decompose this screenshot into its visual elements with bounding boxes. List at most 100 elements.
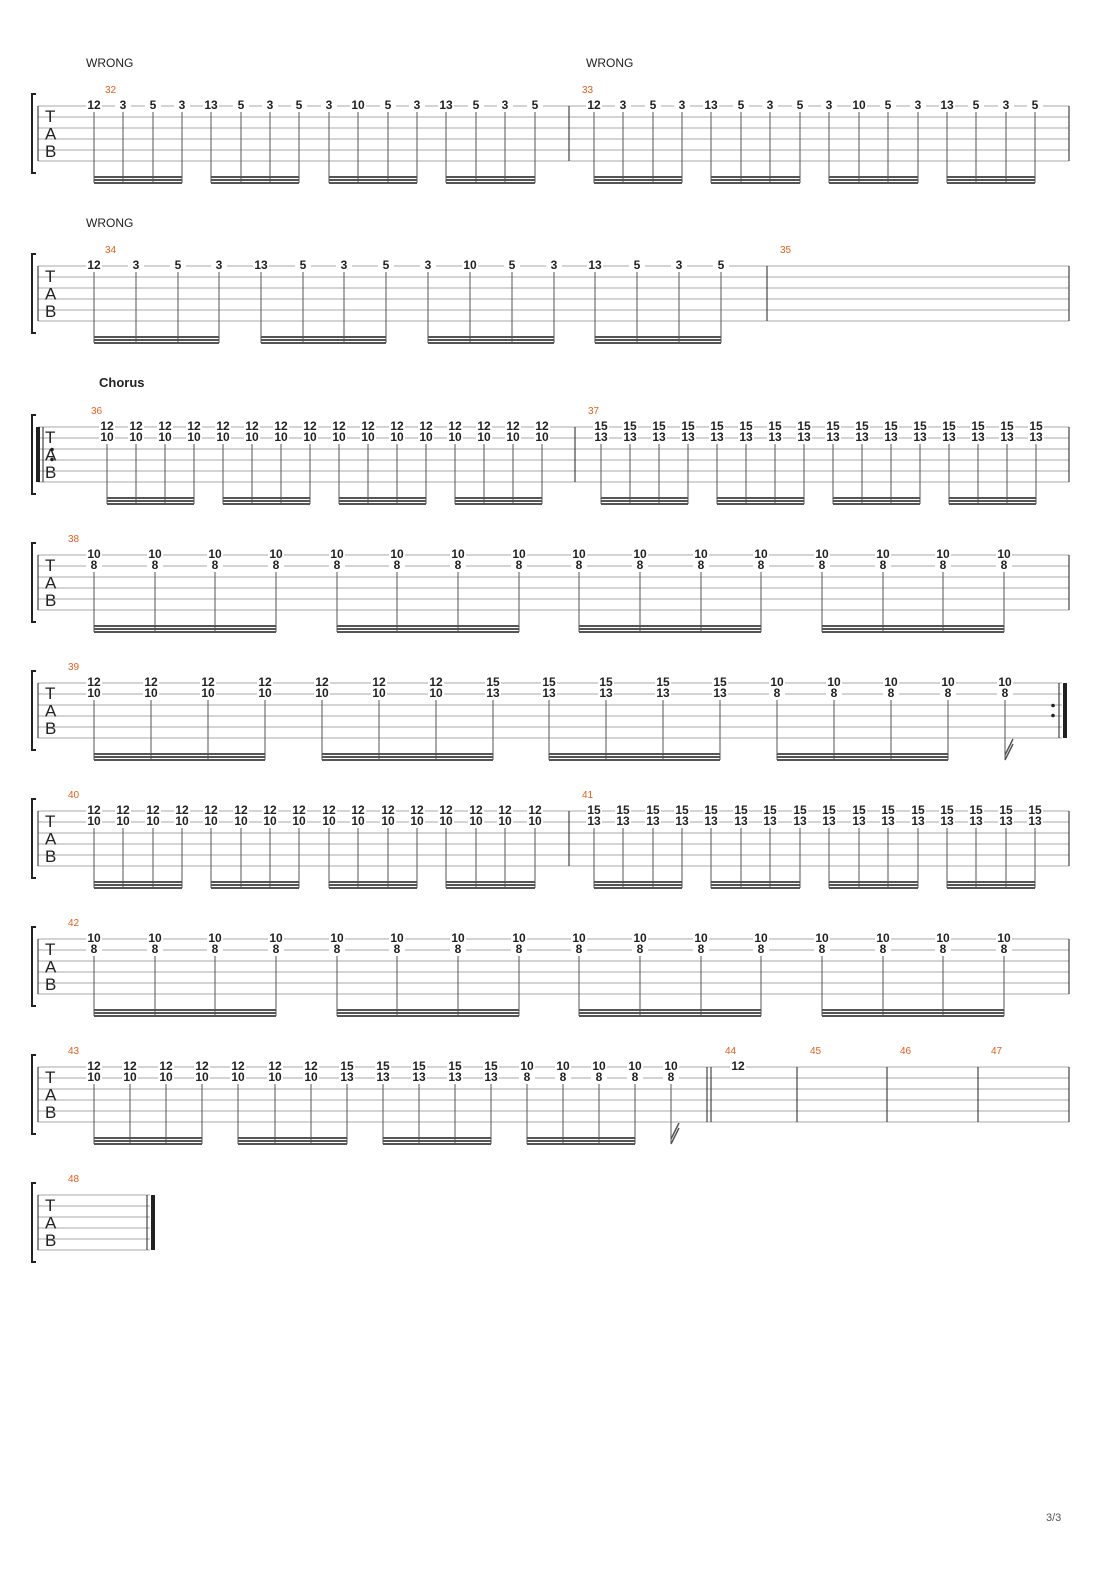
tab-clef-letter: A	[45, 446, 57, 465]
fret-number: 12	[116, 803, 130, 817]
fret-number: 15	[852, 803, 866, 817]
fret-bg	[1027, 99, 1043, 110]
fret-number: 13	[881, 814, 895, 828]
fret-number: 8	[668, 1070, 675, 1084]
fret-bg	[939, 99, 955, 110]
fret-bg	[968, 99, 984, 110]
fret-number: 10	[694, 547, 708, 561]
fret-bg	[174, 99, 190, 110]
fret-number: 15	[376, 1059, 390, 1073]
fret-number: 10	[351, 814, 365, 828]
fret-bg	[497, 815, 513, 826]
fret-bg	[769, 676, 785, 687]
fret-bg	[632, 943, 648, 954]
system-9-brace	[31, 1182, 36, 1263]
fret-number: 13	[623, 430, 637, 444]
fret-bg	[371, 676, 387, 687]
fret-number: 15	[616, 803, 630, 817]
fret-bg	[302, 431, 318, 442]
fret-number: 13	[884, 430, 898, 444]
fret-number: 10	[463, 258, 477, 272]
fret-bg	[158, 1060, 174, 1071]
fret-number: 10	[269, 547, 283, 561]
fret-bg	[671, 259, 687, 270]
fret-number: 13	[822, 814, 836, 828]
fret-number: 10	[315, 686, 329, 700]
measure-number: 42	[68, 918, 80, 929]
fret-bg	[99, 420, 115, 431]
fret-bg	[409, 815, 425, 826]
fret-bg	[380, 99, 396, 110]
fret-bg	[674, 815, 690, 826]
fret-bg	[875, 559, 891, 570]
fret-bg	[128, 259, 144, 270]
tab-clef-letter: B	[45, 142, 56, 161]
fret-number: 15	[340, 1059, 354, 1073]
repeat-dot	[1051, 713, 1055, 718]
fret-bg	[438, 99, 454, 110]
text-annotation: WRONG	[86, 216, 133, 230]
fret-bg	[157, 420, 173, 431]
fret-number: 13	[204, 98, 218, 112]
fret-number: 10	[148, 931, 162, 945]
tab-clef-letter: T	[45, 1196, 55, 1215]
fret-number: 13	[484, 1070, 498, 1084]
fret-number: 13	[486, 686, 500, 700]
fret-number: 8	[152, 942, 159, 956]
text-annotation: WRONG	[586, 56, 633, 70]
fret-bg	[1027, 815, 1043, 826]
fret-bg	[86, 99, 102, 110]
fret-number: 8	[1001, 558, 1008, 572]
fret-bg	[996, 548, 1012, 559]
fret-number: 15	[486, 675, 500, 689]
fret-bg	[615, 815, 631, 826]
fret-bg	[329, 548, 345, 559]
measure-number: 38	[68, 534, 80, 545]
fret-bg	[321, 99, 337, 110]
fret-bg	[534, 420, 550, 431]
fret-bg	[703, 815, 719, 826]
fret-bg	[314, 687, 330, 698]
fret-bg	[880, 804, 896, 815]
fret-bg	[996, 932, 1012, 943]
fret-number: 15	[623, 419, 637, 433]
fret-number: 15	[913, 419, 927, 433]
fret-bg	[483, 1071, 499, 1082]
fret-number: 8	[698, 558, 705, 572]
fret-number: 10	[351, 98, 365, 112]
fret-number: 10	[330, 931, 344, 945]
fret-number: 15	[646, 803, 660, 817]
fret-bg	[883, 687, 899, 698]
fret-number: 10	[268, 1070, 282, 1084]
fret-bg	[428, 676, 444, 687]
fret-number: 8	[91, 558, 98, 572]
fret-bg	[767, 431, 783, 442]
fret-number: 10	[87, 931, 101, 945]
fret-number: 13	[852, 814, 866, 828]
fret-number: 12	[381, 803, 395, 817]
tab-clef-letter: T	[45, 428, 55, 447]
fret-number: 12	[477, 419, 491, 433]
fret-bg	[380, 815, 396, 826]
fret-bg	[389, 431, 405, 442]
fret-number: 8	[637, 942, 644, 956]
fret-bg	[389, 932, 405, 943]
fret-number: 3	[414, 98, 421, 112]
tab-clef-letter: B	[45, 719, 56, 738]
fret-number: 10	[448, 430, 462, 444]
fret-number: 15	[855, 419, 869, 433]
fret-number: 8	[455, 558, 462, 572]
fret-bg	[912, 431, 928, 442]
fret-number: 15	[999, 803, 1013, 817]
fret-number: 10	[195, 1070, 209, 1084]
fret-number: 5	[650, 98, 657, 112]
fret-bg	[792, 99, 808, 110]
fret-bg	[651, 420, 667, 431]
fret-bg	[571, 943, 587, 954]
fret-number: 10	[208, 547, 222, 561]
fret-bg	[632, 559, 648, 570]
tab-clef-letter: B	[45, 847, 56, 866]
fret-number: 8	[334, 558, 341, 572]
measure-number: 37	[588, 406, 600, 417]
fret-number: 13	[448, 1070, 462, 1084]
